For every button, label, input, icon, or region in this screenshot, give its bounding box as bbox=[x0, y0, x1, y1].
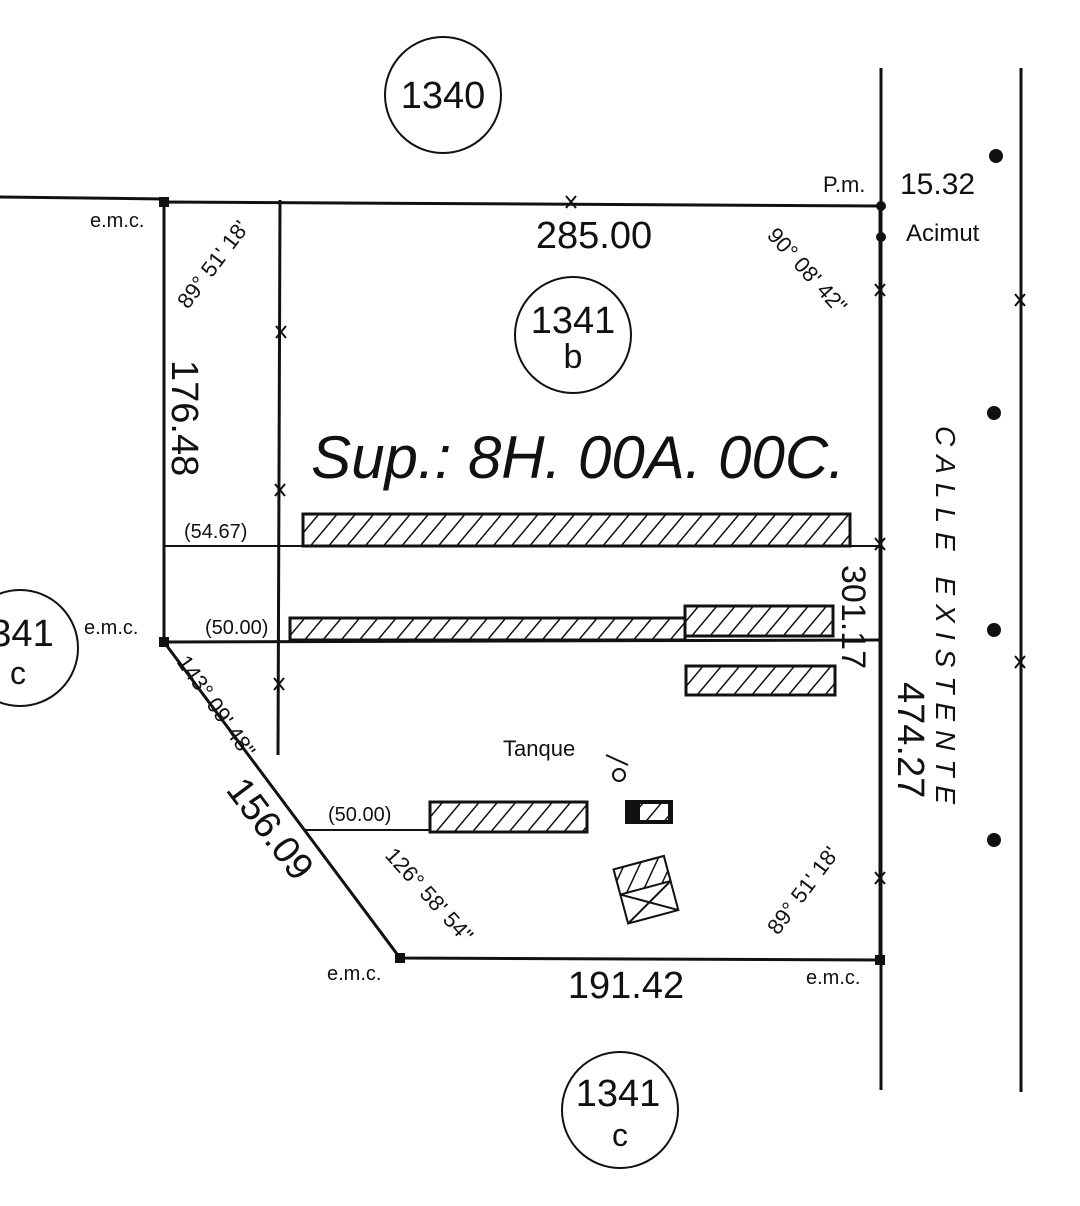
azimuth-label: Acimut bbox=[906, 220, 980, 247]
angle-nw: 89° 51' 18' bbox=[172, 216, 254, 313]
building-3 bbox=[684, 664, 837, 697]
lot-1340: 1340 bbox=[384, 36, 502, 154]
tank-label: Tanque bbox=[503, 736, 575, 761]
emc-label-nw: e.m.c. bbox=[90, 210, 144, 232]
building-4 bbox=[428, 800, 589, 834]
lot-letter: b bbox=[564, 338, 583, 376]
angle-se: 89° 51' 18' bbox=[762, 842, 844, 939]
emc-label-w: e.m.c. bbox=[84, 617, 138, 639]
lot-letter: c bbox=[612, 1117, 628, 1153]
lot-letter: c bbox=[10, 655, 26, 691]
street-dots bbox=[987, 149, 1003, 847]
boundary-ticks bbox=[273, 195, 1026, 885]
offset-label-1: (54.67) bbox=[184, 521, 247, 543]
angle-w: 143° 09' 48" bbox=[172, 651, 261, 763]
small-structure bbox=[612, 854, 680, 925]
distance-east-total: 474.27 bbox=[889, 682, 931, 798]
inner-line bbox=[276, 199, 282, 756]
street-name: CALLE EXISTENTE bbox=[930, 426, 961, 813]
emc-label-sw: e.m.c. bbox=[327, 963, 381, 985]
pm-value: 15.32 bbox=[900, 168, 975, 201]
angle-sw: 126° 58' 54" bbox=[380, 843, 478, 948]
offset-label-3: (50.00) bbox=[328, 804, 391, 826]
lot-number: 1341 bbox=[576, 1073, 661, 1115]
distance-south: 191.42 bbox=[568, 965, 684, 1007]
lot-number: 341 bbox=[0, 613, 54, 655]
surface-label: Sup.: 8H. 00A. 00C. bbox=[311, 424, 845, 491]
building-2-annex bbox=[683, 604, 835, 638]
offset-label-2: (50.00) bbox=[205, 617, 268, 639]
emc-label-se: e.m.c. bbox=[806, 967, 860, 989]
corner-markers bbox=[159, 197, 886, 965]
pm-label: P.m. bbox=[823, 172, 865, 197]
tank-structure bbox=[605, 754, 673, 824]
distance-west: 176.48 bbox=[163, 360, 205, 476]
lot-341-c: 341 c bbox=[0, 589, 79, 707]
building-1 bbox=[301, 512, 852, 548]
lot-number: 1341 bbox=[531, 300, 616, 342]
lot-number: 1340 bbox=[401, 75, 486, 117]
lot-boundary bbox=[162, 200, 882, 962]
angle-ne: 90° 08' 42" bbox=[762, 223, 852, 319]
adjacent-boundary bbox=[0, 195, 165, 201]
building-2 bbox=[288, 616, 687, 642]
distance-north: 285.00 bbox=[536, 215, 652, 257]
lot-1341-c: 1341 c bbox=[561, 1051, 679, 1169]
distance-east-inner: 301.17 bbox=[834, 565, 872, 669]
lot-1341-b: 1341 b bbox=[514, 276, 632, 394]
